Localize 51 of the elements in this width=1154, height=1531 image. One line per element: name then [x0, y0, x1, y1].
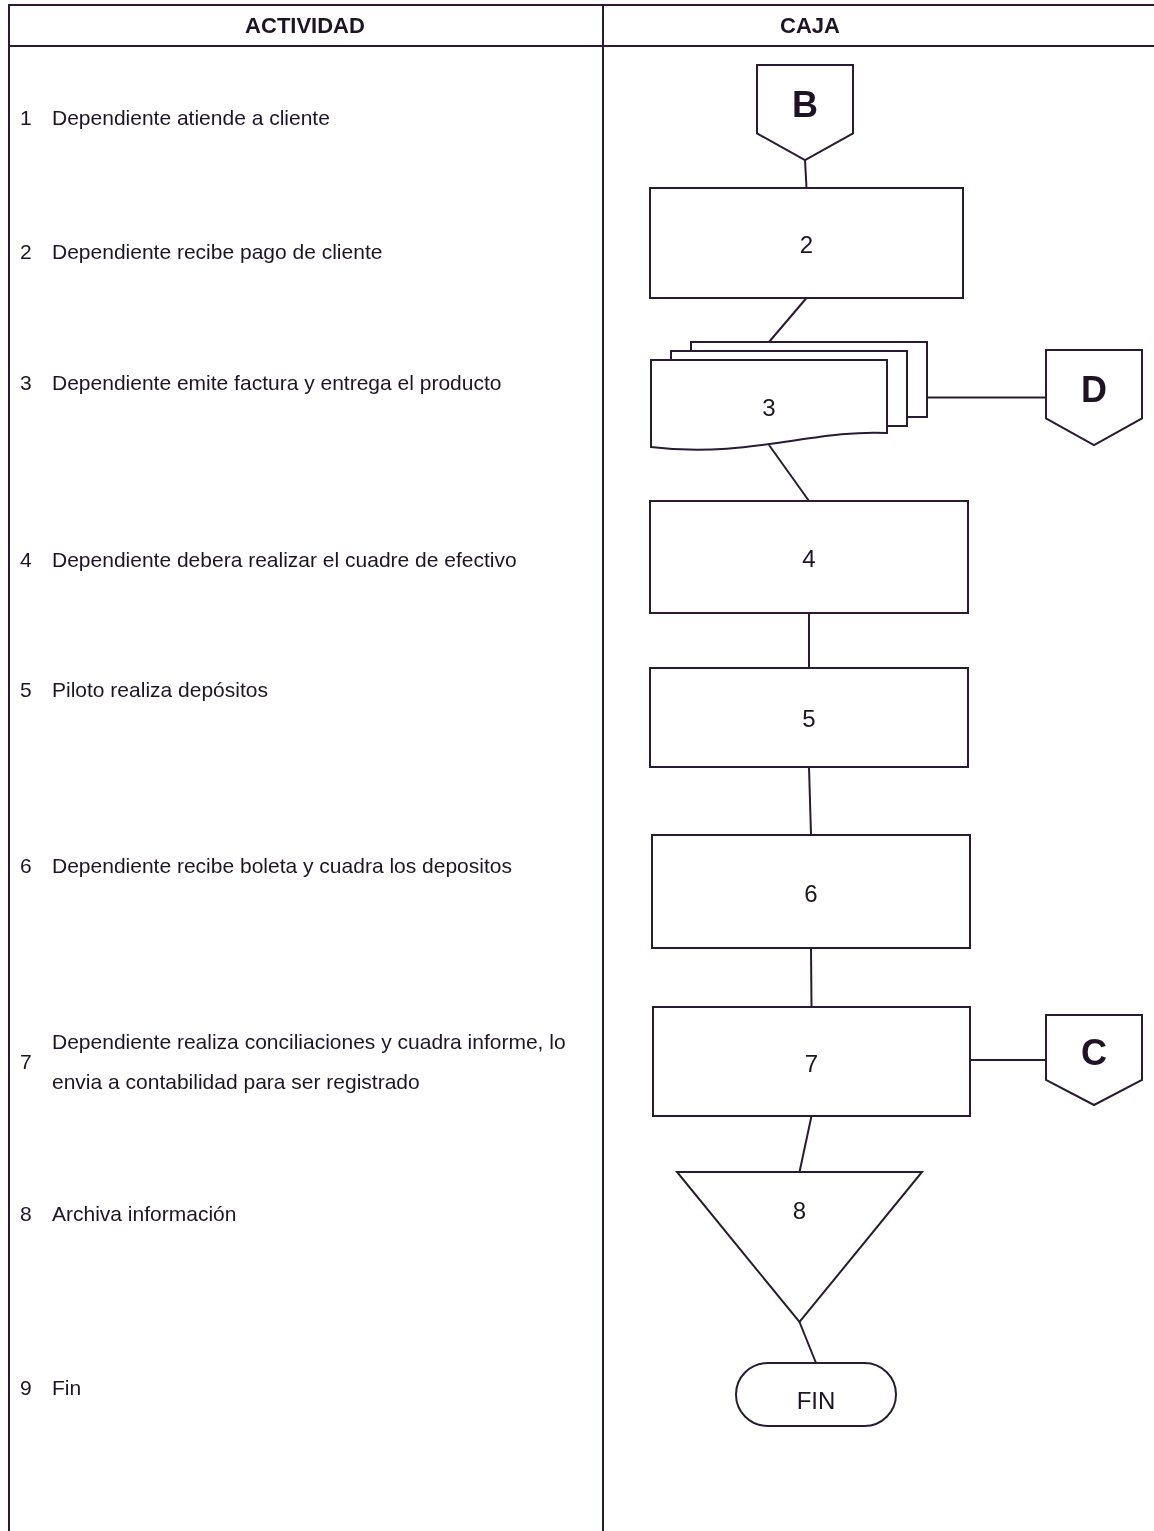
connector-letter: B — [791, 83, 819, 126]
activity-text: Dependiente debera realizar el cuadre de efectivo — [52, 547, 517, 573]
step-number: 5 — [20, 677, 32, 703]
step-number: 6 — [803, 879, 819, 908]
connector-line — [810, 947, 813, 1008]
step-number: 8 — [791, 1197, 808, 1225]
activity-text: Dependiente realiza conciliaciones y cuadra informe, lo envia a contabilidad para ser registrado — [52, 1029, 567, 1095]
archive-triangle — [677, 1172, 922, 1322]
column-header: ACTIVIDAD — [244, 12, 366, 40]
step-number: 9 — [20, 1375, 32, 1401]
connector-line — [768, 297, 808, 343]
connector-line — [798, 1321, 817, 1364]
step-number: 2 — [798, 231, 815, 260]
step-number: 8 — [20, 1201, 32, 1227]
activity-text: Dependiente atiende a cliente — [52, 105, 330, 131]
process-box — [652, 835, 970, 948]
step-number: 5 — [801, 705, 817, 734]
step-number: 2 — [20, 239, 32, 265]
off-page-connector — [1046, 350, 1142, 445]
step-number: 4 — [801, 545, 817, 574]
off-page-connector — [757, 65, 853, 160]
step-number: FIN — [795, 1386, 837, 1415]
step-number: 4 — [20, 547, 32, 573]
step-number: 3 — [761, 393, 777, 422]
connector-line — [768, 444, 810, 502]
connector-line — [804, 159, 808, 189]
activity-text: Dependiente emite factura y entrega el producto — [52, 370, 502, 396]
column-header: CAJA — [779, 12, 841, 40]
activity-text: Dependiente recibe pago de cliente — [52, 239, 383, 265]
connector-letter: D — [1080, 368, 1108, 411]
process-box — [650, 501, 968, 613]
connector-line — [808, 612, 810, 669]
connector-line — [969, 1059, 1047, 1061]
step-number: 1 — [20, 105, 32, 131]
step-number: 7 — [803, 1049, 820, 1078]
connector-letter: C — [1080, 1031, 1108, 1074]
process-box — [653, 1007, 970, 1116]
terminator-pill — [736, 1363, 896, 1426]
connector-line — [926, 396, 1047, 399]
process-box — [650, 668, 968, 767]
activity-text: Piloto realiza depósitos — [52, 677, 268, 703]
off-page-connector — [1046, 1015, 1142, 1105]
activity-text: Fin — [52, 1375, 82, 1401]
connector-line — [808, 766, 812, 836]
step-number: 7 — [20, 1049, 32, 1075]
process-box — [650, 188, 963, 298]
step-number: 6 — [20, 853, 32, 879]
activity-text: Dependiente recibe boleta y cuadra los depositos — [52, 853, 512, 879]
step-number: 3 — [20, 370, 32, 396]
connector-line — [798, 1115, 813, 1173]
activity-text: Archiva información — [52, 1201, 237, 1227]
